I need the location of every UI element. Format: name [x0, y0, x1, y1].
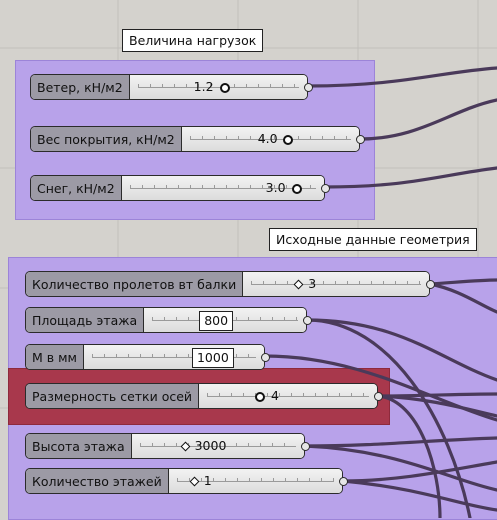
output-port[interactable] [426, 280, 435, 289]
slider-track[interactable]: 4 [199, 384, 377, 408]
slider-m-in-mm[interactable]: М в мм 1000 [25, 344, 270, 370]
slider-value: 3 [308, 276, 317, 291]
slider-beam-spans[interactable]: Количество пролетов вт балки 3 [25, 271, 435, 297]
slider-track[interactable]: 3.0 [121, 176, 324, 200]
slider-label: Снег, кН/м2 [31, 176, 122, 200]
slider-value: 4 [271, 388, 279, 403]
slider-label: М в мм [26, 345, 84, 369]
slider-track[interactable]: 3 [243, 272, 429, 296]
slider-track[interactable]: 4.0 [181, 127, 359, 151]
slider-track[interactable]: 1000 [83, 345, 264, 369]
output-port[interactable] [339, 477, 348, 486]
output-port[interactable] [356, 135, 365, 144]
slider-floor-height[interactable]: Высота этажа 3000 [25, 433, 310, 459]
slider-snow-load[interactable]: Снег, кН/м2 3.0 [30, 175, 330, 201]
output-port[interactable] [304, 83, 313, 92]
slider-value: 4.0 [257, 131, 278, 146]
slider-track[interactable]: 1 [168, 469, 342, 493]
output-port[interactable] [261, 353, 270, 362]
slider-value: 3.0 [265, 180, 286, 195]
slider-value: 1 [203, 473, 212, 488]
slider-knob[interactable] [291, 184, 302, 194]
slider-value-input[interactable]: 1000 [191, 348, 234, 368]
slider-track[interactable]: 1.2 [129, 75, 307, 99]
slider-label: Вес покрытия, кН/м2 [31, 127, 182, 151]
slider-label: Высота этажа [26, 434, 132, 458]
slider-wind-load[interactable]: Ветер, кН/м2 1.2 [30, 74, 313, 100]
slider-floor-area[interactable]: Площадь этажа 800 [25, 307, 312, 333]
group-label-loads: Величина нагрузок [122, 29, 264, 52]
slider-label: Площадь этажа [26, 308, 145, 332]
group-label-geometry: Исходные данные геометрия [269, 228, 477, 251]
slider-label: Ветер, кН/м2 [31, 75, 130, 99]
output-port[interactable] [303, 316, 312, 325]
slider-roof-weight[interactable]: Вес покрытия, кН/м2 4.0 [30, 126, 365, 152]
slider-value-input[interactable]: 800 [199, 311, 234, 331]
slider-track[interactable]: 3000 [131, 434, 304, 458]
slider-track[interactable]: 800 [144, 308, 306, 332]
output-port[interactable] [374, 392, 383, 401]
slider-value: 1.2 [193, 79, 214, 94]
slider-knob[interactable] [282, 135, 293, 145]
slider-knob[interactable] [219, 83, 230, 93]
slider-floor-count[interactable]: Количество этажей 1 [25, 468, 348, 494]
slider-label: Количество пролетов вт балки [26, 272, 244, 296]
output-port[interactable] [301, 442, 310, 451]
slider-grid-dimension[interactable]: Размерность сетки осей 4 [25, 383, 383, 409]
slider-value: 3000 [194, 438, 227, 453]
slider-label: Размерность сетки осей [26, 384, 200, 408]
output-port[interactable] [321, 184, 330, 193]
slider-knob[interactable] [255, 392, 266, 402]
slider-label: Количество этажей [26, 469, 169, 493]
